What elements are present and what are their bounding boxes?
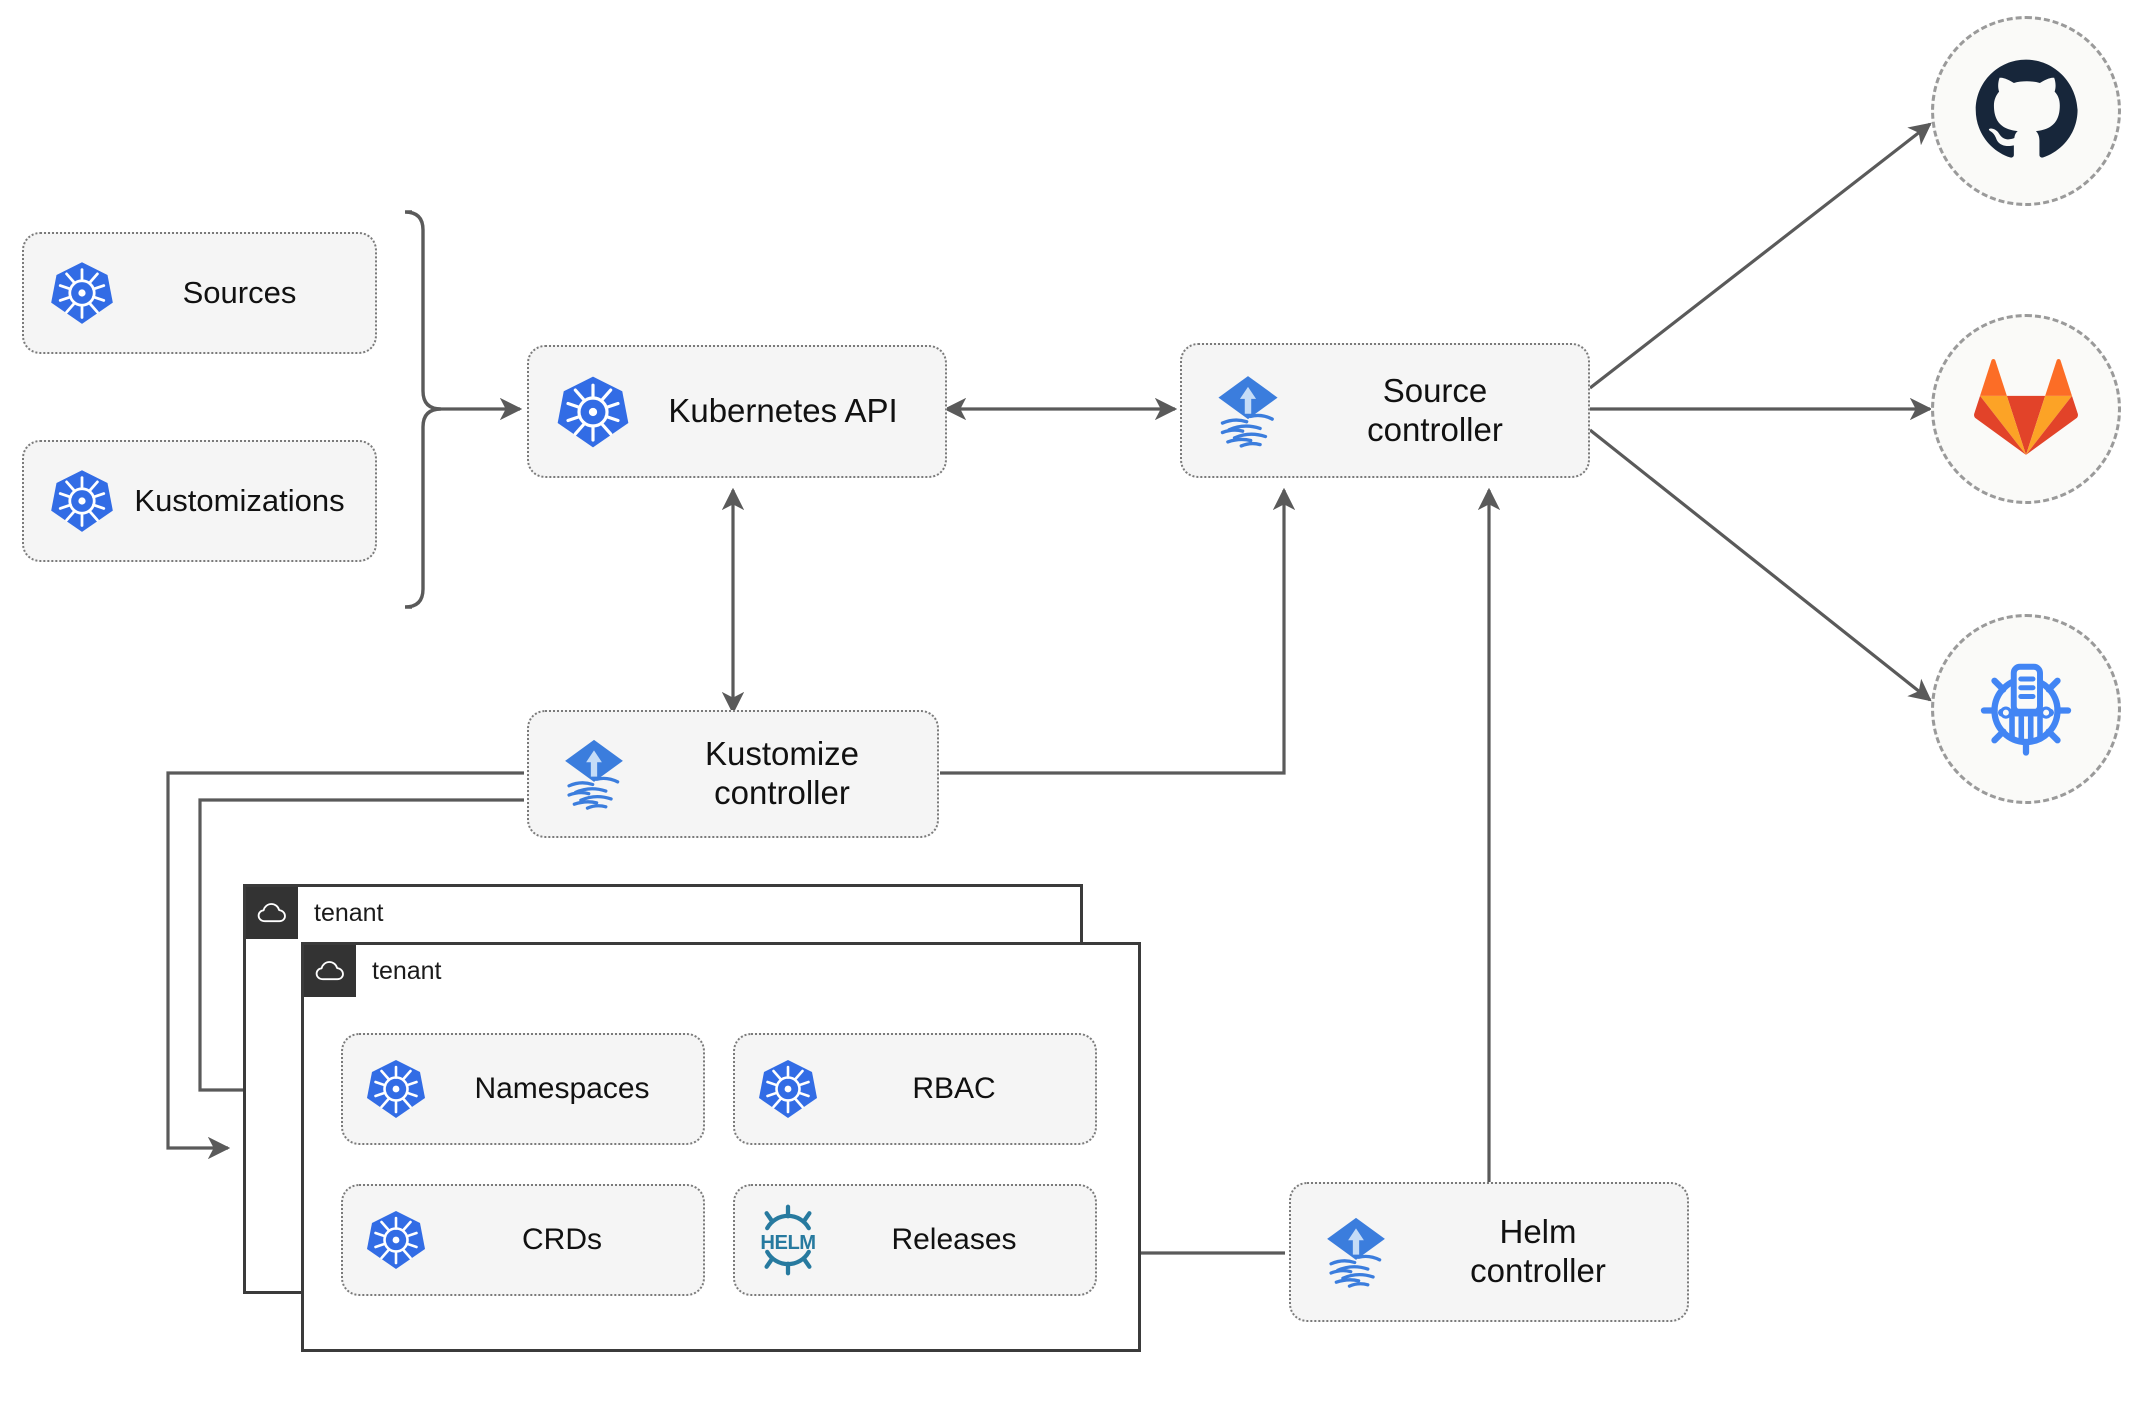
kubernetes-icon (547, 373, 639, 451)
node-label: Kustomizations (134, 482, 345, 518)
node-label: Helm controller (1470, 1213, 1606, 1289)
kubernetes-icon (357, 1057, 435, 1121)
node-rbac[interactable]: RBAC (733, 1033, 1097, 1145)
kubernetes-icon (42, 467, 122, 535)
wire-kustomize-to-source (940, 487, 1296, 775)
provider-helm-repository[interactable] (1931, 614, 2121, 804)
cloud-icon (304, 945, 356, 997)
kubernetes-icon (749, 1057, 827, 1121)
node-label: Namespaces (474, 1072, 650, 1106)
node-kubernetes-api[interactable]: Kubernetes API (527, 345, 947, 478)
helm-icon: HELM (749, 1202, 827, 1278)
gitlab-icon (1974, 357, 2078, 462)
node-kustomizations[interactable]: Kustomizations (22, 440, 377, 562)
wire-source-to-github (1589, 122, 1932, 390)
node-label: Kustomize controller (704, 735, 860, 811)
flux-icon (545, 732, 643, 816)
node-label: Sources (182, 274, 297, 310)
github-icon (1974, 57, 2078, 166)
tenant-header: tenant (304, 945, 442, 997)
node-releases[interactable]: HELM Releases (733, 1184, 1097, 1296)
svg-text:HELM: HELM (760, 1232, 815, 1254)
kubernetes-icon (42, 259, 122, 327)
cloud-icon (246, 887, 298, 939)
flux-icon (1198, 368, 1298, 454)
provider-github[interactable] (1931, 16, 2121, 206)
node-namespaces[interactable]: Namespaces (341, 1033, 705, 1145)
node-label: Releases (891, 1223, 1017, 1257)
kubernetes-icon (357, 1208, 435, 1272)
node-label: RBAC (912, 1072, 996, 1106)
node-label: Source controller (1367, 371, 1503, 448)
node-helm-controller[interactable]: Helm controller (1289, 1182, 1689, 1322)
wire-source-to-helmrepo (1589, 428, 1932, 702)
provider-gitlab[interactable] (1931, 314, 2121, 504)
node-label: Kubernetes API (668, 392, 898, 430)
helm-repository-icon (1970, 651, 2082, 768)
node-source-controller[interactable]: Source controller (1180, 343, 1590, 478)
flux-icon (1307, 1210, 1405, 1294)
tenant-header: tenant (246, 887, 384, 939)
node-sources[interactable]: Sources (22, 232, 377, 354)
tenant-label: tenant (314, 898, 384, 927)
tenant-label: tenant (372, 956, 442, 985)
node-label: CRDs (522, 1223, 602, 1257)
bracket-sources-kustomizations (404, 210, 442, 609)
node-kustomize-controller[interactable]: Kustomize controller (527, 710, 939, 838)
node-crds[interactable]: CRDs (341, 1184, 705, 1296)
